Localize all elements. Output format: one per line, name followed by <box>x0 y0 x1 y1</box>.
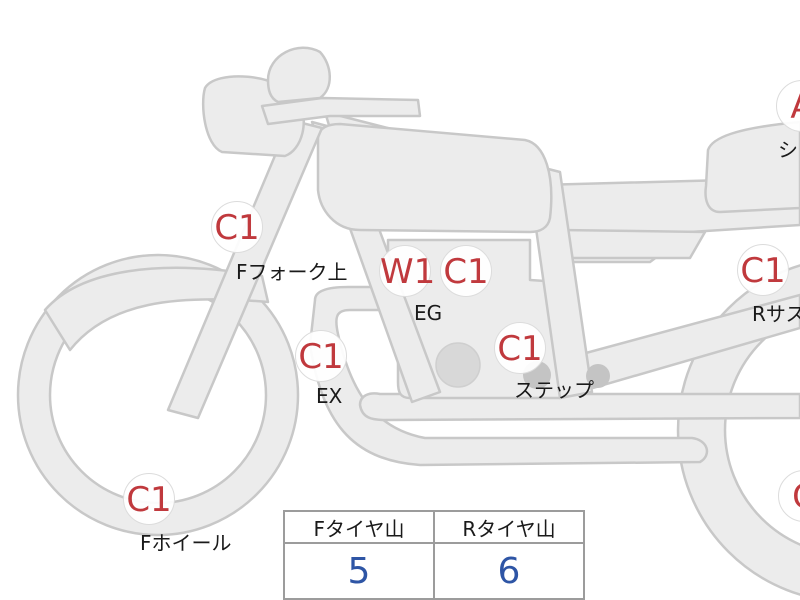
marker-step[interactable]: C1 <box>494 322 546 374</box>
fuel-tank <box>316 122 553 234</box>
label-f-wheel: Fホイール <box>140 531 232 555</box>
label-step: ステップ <box>514 378 594 402</box>
marker-exhaust[interactable]: C1 <box>295 330 347 382</box>
value-rear-tire[interactable]: 6 <box>433 542 585 600</box>
rear-tail <box>558 228 707 260</box>
tire-table-value-row: 5 6 <box>283 542 585 600</box>
marker-f-wheel[interactable]: C1 <box>123 473 175 525</box>
marker-f-fork-top[interactable]: C1 <box>211 201 263 253</box>
tire-tread-table: Fタイヤ山 Rタイヤ山 5 6 <box>283 510 585 600</box>
header-front-tire: Fタイヤ山 <box>283 510 435 544</box>
lower-frame <box>358 392 800 422</box>
marker-engine-c1[interactable]: C1 <box>440 245 492 297</box>
handlebar <box>260 96 422 126</box>
label-seat: シ <box>778 138 798 162</box>
front-fork <box>166 118 324 420</box>
marker-r-suspension[interactable]: C1 <box>737 244 789 296</box>
front-fender <box>43 266 270 352</box>
tire-table-header-row: Fタイヤ山 Rタイヤ山 <box>283 510 585 544</box>
step-peg-right <box>586 364 610 388</box>
seat <box>704 120 800 214</box>
engine-cover <box>435 342 481 388</box>
label-engine: EG <box>414 301 443 325</box>
label-r-suspension: Rサス <box>752 302 800 326</box>
label-exhaust: EX <box>316 384 343 408</box>
marker-engine-w1[interactable]: W1 <box>379 245 435 297</box>
label-f-fork-top: Fフォーク上 <box>236 260 348 284</box>
value-front-tire[interactable]: 5 <box>283 542 435 600</box>
meter <box>266 46 331 104</box>
header-rear-tire: Rタイヤ山 <box>433 510 585 544</box>
